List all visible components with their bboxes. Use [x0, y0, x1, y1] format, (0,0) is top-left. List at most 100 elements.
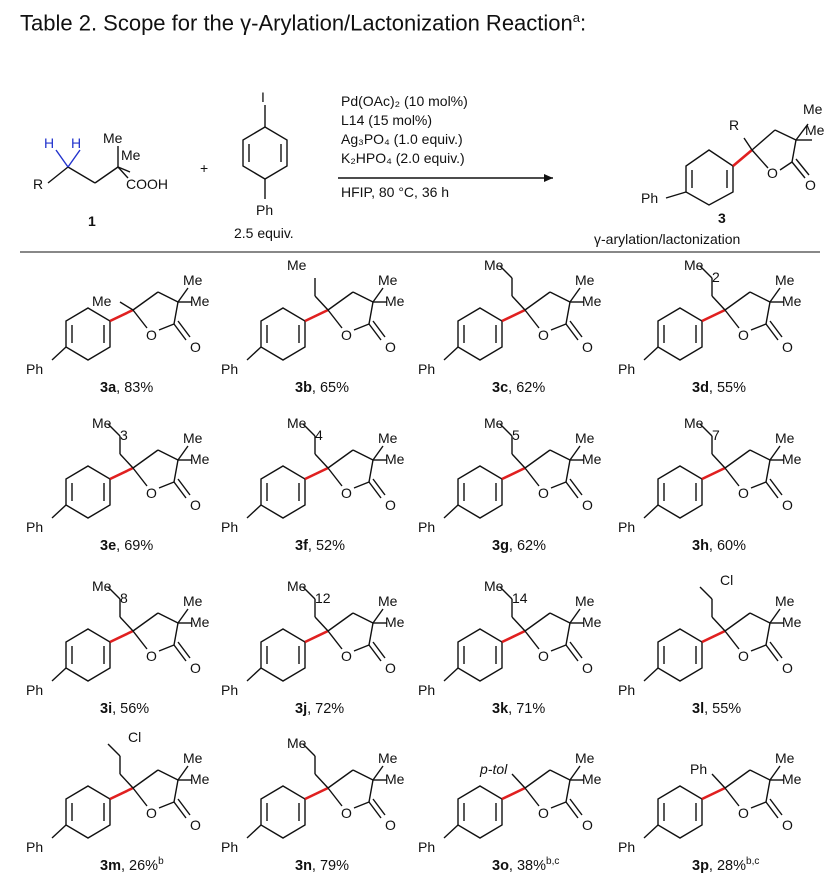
entry-caption: 3h, 60% — [692, 538, 746, 554]
entry-me2: Me — [582, 614, 602, 630]
substrate-label: 1 — [88, 213, 96, 229]
entry-id: 3i — [100, 701, 112, 717]
entry-me1: Me — [575, 593, 595, 609]
entry-id: 3h — [692, 538, 709, 554]
title-text: Table 2. Scope for the γ-Arylation/Lacto… — [20, 10, 573, 36]
entry-caption: 3i, 56% — [100, 701, 149, 717]
entry-me2: Me — [385, 451, 405, 467]
entry-o-ring: O — [146, 485, 157, 501]
entry-me2: Me — [190, 293, 210, 309]
entry-me2: Me — [190, 771, 210, 787]
entry-chain-count: 7 — [712, 427, 720, 443]
entry-ph: Ph — [418, 361, 435, 377]
entry-structure — [443, 765, 584, 839]
substrate-h1: H — [44, 135, 54, 151]
entry-me1: Me — [378, 593, 398, 609]
entry-chain-count: 5 — [512, 427, 520, 443]
entry-chain-count: 4 — [315, 427, 323, 443]
entry-ph: Ph — [221, 682, 238, 698]
entry-caption: 3m, 26%b — [100, 856, 164, 874]
entry-structure — [643, 586, 784, 682]
entry-yield: , 55% — [709, 380, 746, 396]
entry-structure — [246, 278, 387, 361]
entry-yield: , 62% — [508, 380, 545, 396]
entry-o-carbonyl: O — [782, 497, 793, 513]
entry-me1: Me — [575, 430, 595, 446]
entry-me1: Me — [575, 750, 595, 766]
entry-ph: Ph — [618, 839, 635, 855]
condition-line-1: Pd(OAc)₂ (10 mol%) — [341, 93, 468, 109]
entry-substituent: Cl — [128, 729, 141, 745]
entry-me1: Me — [378, 272, 398, 288]
entry-structure — [51, 423, 192, 519]
entry-yield: , 52% — [308, 538, 345, 554]
entry-caption: 3p, 28%b,c — [692, 856, 759, 874]
entry-ph: Ph — [221, 361, 238, 377]
entry-o-ring: O — [538, 327, 549, 343]
entry-id: 3l — [692, 701, 704, 717]
title-suffix: : — [580, 10, 587, 36]
entry-o-carbonyl: O — [190, 339, 201, 355]
entry-structure — [443, 265, 584, 361]
entry-me1: Me — [775, 272, 795, 288]
product-r: R — [729, 117, 739, 133]
entry-id: 3f — [295, 538, 308, 554]
entry-yield: , 28% — [709, 858, 746, 874]
entry-substituent: Me — [484, 578, 504, 594]
entry-id: 3k — [492, 701, 509, 717]
entry-me2: Me — [782, 771, 802, 787]
entry-ph: Ph — [26, 839, 43, 855]
entry-chain-count: 8 — [120, 590, 128, 606]
entry-yield: , 79% — [312, 858, 349, 874]
entry-substituent: Cl — [720, 572, 733, 588]
conditions-block: Pd(OAc)₂ (10 mol%) L14 (15 mol%) Ag₃PO₄ … — [338, 93, 553, 200]
entry-yield: , 26% — [121, 858, 158, 874]
entry-yield: , 83% — [116, 380, 153, 396]
entry-caption: 3b, 65% — [295, 380, 349, 396]
entry-ph: Ph — [26, 361, 43, 377]
reagent-equiv: 2.5 equiv. — [234, 225, 294, 241]
entry-substituent: Me — [92, 415, 112, 431]
entry-structure — [51, 743, 192, 839]
entry-yield: , 55% — [704, 701, 741, 717]
entry-id: 3b — [295, 380, 312, 396]
substrate-r: R — [33, 176, 43, 192]
entry-substituent: Me — [484, 257, 504, 273]
entry-substituent: Me — [287, 415, 307, 431]
entry-caption: 3d, 55% — [692, 380, 746, 396]
entry-me1: Me — [183, 272, 203, 288]
entry-substituent: Me — [684, 415, 704, 431]
entry-me2: Me — [782, 451, 802, 467]
entry-me1: Me — [775, 430, 795, 446]
plus-sign: + — [200, 160, 208, 176]
entry-ph: Ph — [618, 519, 635, 535]
reagent-ph: Ph — [256, 202, 273, 218]
entry-me1: Me — [575, 272, 595, 288]
entry-o-carbonyl: O — [385, 339, 396, 355]
entry-me1: Me — [183, 430, 203, 446]
entry-me1: Me — [775, 750, 795, 766]
entry-yield: , 65% — [312, 380, 349, 396]
entry-caption: 3l, 55% — [692, 701, 741, 717]
entry-me2: Me — [582, 771, 602, 787]
entry-yield: , 62% — [509, 538, 546, 554]
entry-substituent: Me — [287, 578, 307, 594]
entry-yield: , 69% — [116, 538, 153, 554]
entry-o-carbonyl: O — [582, 660, 593, 676]
entry-structure — [643, 265, 784, 361]
condition-line-3: Ag₃PO₄ (1.0 equiv.) — [341, 131, 463, 147]
entry-o-ring: O — [738, 485, 749, 501]
entry-id: 3d — [692, 380, 709, 396]
entry-chain-count: 12 — [315, 590, 331, 606]
entry-o-carbonyl: O — [190, 497, 201, 513]
entry-o-ring: O — [146, 805, 157, 821]
entry-me1: Me — [378, 430, 398, 446]
